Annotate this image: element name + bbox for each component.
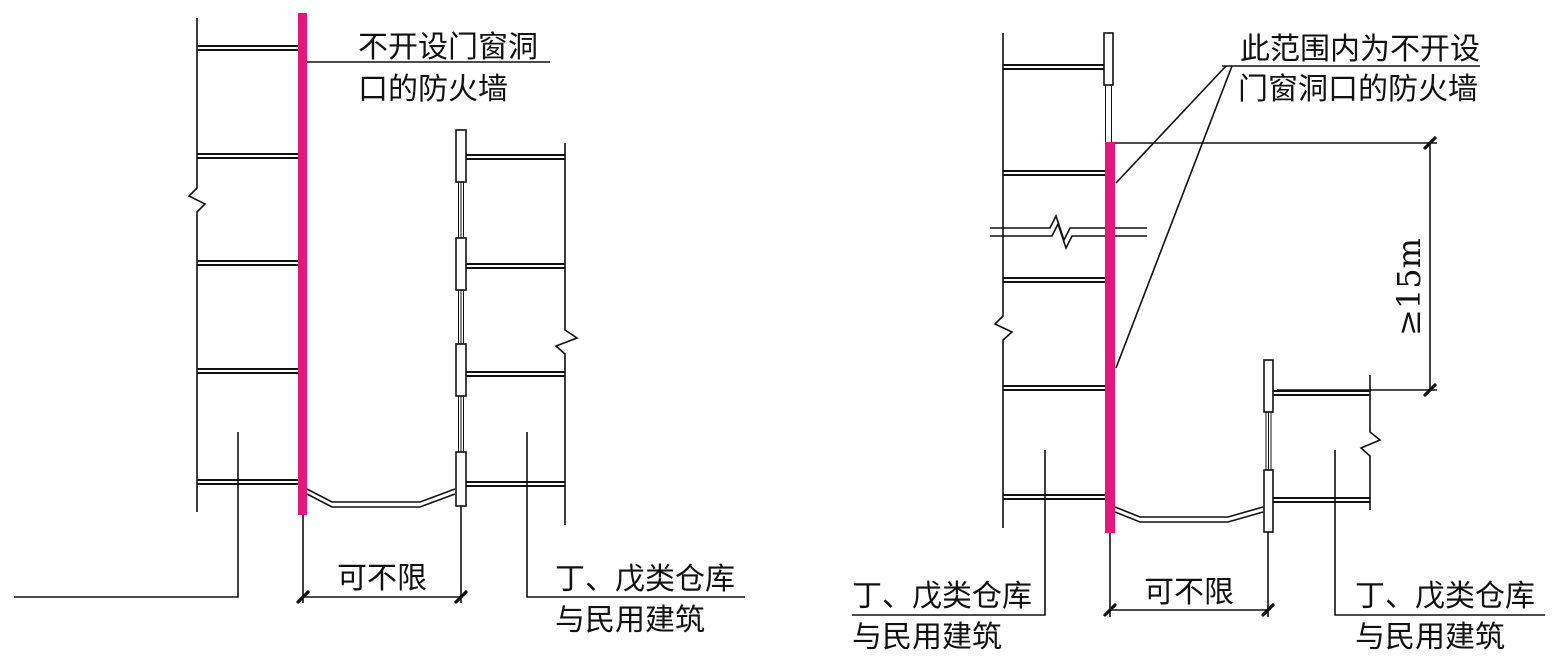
upper-wall-window (1105, 85, 1112, 143)
dimension-tick (1103, 603, 1117, 617)
label-leader-line (14, 432, 239, 598)
label-leader-line (852, 450, 1046, 616)
floor-slab (197, 260, 298, 266)
facade-window (458, 396, 464, 452)
facade-wall-segment (1263, 359, 1274, 413)
floor-slab (466, 263, 565, 269)
floor-slab (466, 371, 565, 377)
fire-wall (298, 13, 307, 515)
floor-slab (466, 154, 565, 160)
left-building-label-line1: 丁、戊类仓库 (852, 579, 1032, 614)
right-diagram: 此范围内为不开设 门窗洞口的防火墙 ≥15m (852, 32, 1545, 655)
spacing-dimension: 可不限 (1103, 532, 1275, 617)
floor-slab (1003, 170, 1105, 176)
right-building (1263, 359, 1545, 616)
dimension-tick (1423, 383, 1437, 397)
height-label: ≥15m (1390, 238, 1428, 336)
facade-wall-segment (455, 237, 467, 291)
wall-label-line1: 不开设门窗洞 (358, 30, 538, 65)
right-building (455, 129, 745, 598)
right-building-label-line2: 与民用建筑 (1355, 620, 1505, 655)
left-diagram: 不开设门窗洞 口的防火墙 可不限 (14, 13, 745, 638)
facade-window (458, 290, 464, 344)
spacing-label: 可不限 (1144, 575, 1234, 610)
dimension-tick (1423, 136, 1437, 150)
floor-slab (1003, 494, 1105, 500)
break-line (990, 213, 1147, 251)
left-building (852, 33, 1147, 616)
left-building (14, 18, 298, 598)
facade-wall-segment (455, 451, 467, 507)
building-outline-with-break (1359, 375, 1382, 510)
floor-slab (1003, 64, 1104, 70)
spacing-dimension: 可不限 (296, 512, 468, 604)
facade-wall-segment (455, 129, 467, 183)
fire-wall (1105, 142, 1115, 533)
building-label-line1: 丁、戊类仓库 (555, 562, 735, 597)
wall-label-leader (1115, 65, 1233, 369)
spacing-label: 可不限 (337, 561, 427, 596)
floor-slab (1273, 390, 1370, 396)
upper-wall-segment (1103, 32, 1114, 86)
wall-label-line1: 此范围内为不开设 (1240, 32, 1480, 67)
dimension-tick (296, 590, 310, 604)
dimension-tick (1261, 603, 1275, 617)
right-building-label-line1: 丁、戊类仓库 (1355, 579, 1535, 614)
building-label-line2: 与民用建筑 (555, 603, 705, 638)
floor-slab (197, 368, 298, 374)
floor-slab (197, 45, 298, 51)
floor-slab (1003, 277, 1105, 283)
label-leader-line (526, 432, 745, 598)
floor-slab (1003, 385, 1105, 391)
floor-slab (466, 481, 565, 487)
label-leader-line (1334, 450, 1545, 616)
left-building-label-line2: 与民用建筑 (852, 620, 1002, 655)
facade-window (1265, 412, 1272, 470)
floor-slab (1273, 497, 1370, 503)
ground-line (306, 488, 456, 508)
facade-wall-segment (1263, 469, 1274, 533)
ground-line (1114, 506, 1264, 523)
floor-slab (197, 153, 298, 159)
facade-wall-segment (455, 343, 467, 397)
building-outline-with-break (993, 33, 1014, 528)
dimension-tick (454, 590, 468, 604)
wall-label-line2: 门窗洞口的防火墙 (1238, 72, 1478, 107)
facade-window (458, 182, 464, 238)
floor-slab (197, 479, 298, 485)
building-outline-with-break (554, 143, 579, 525)
wall-label-line2: 口的防火墙 (358, 72, 508, 107)
wall-label-leader (1115, 65, 1227, 184)
height-dimension: ≥15m (1115, 136, 1437, 397)
